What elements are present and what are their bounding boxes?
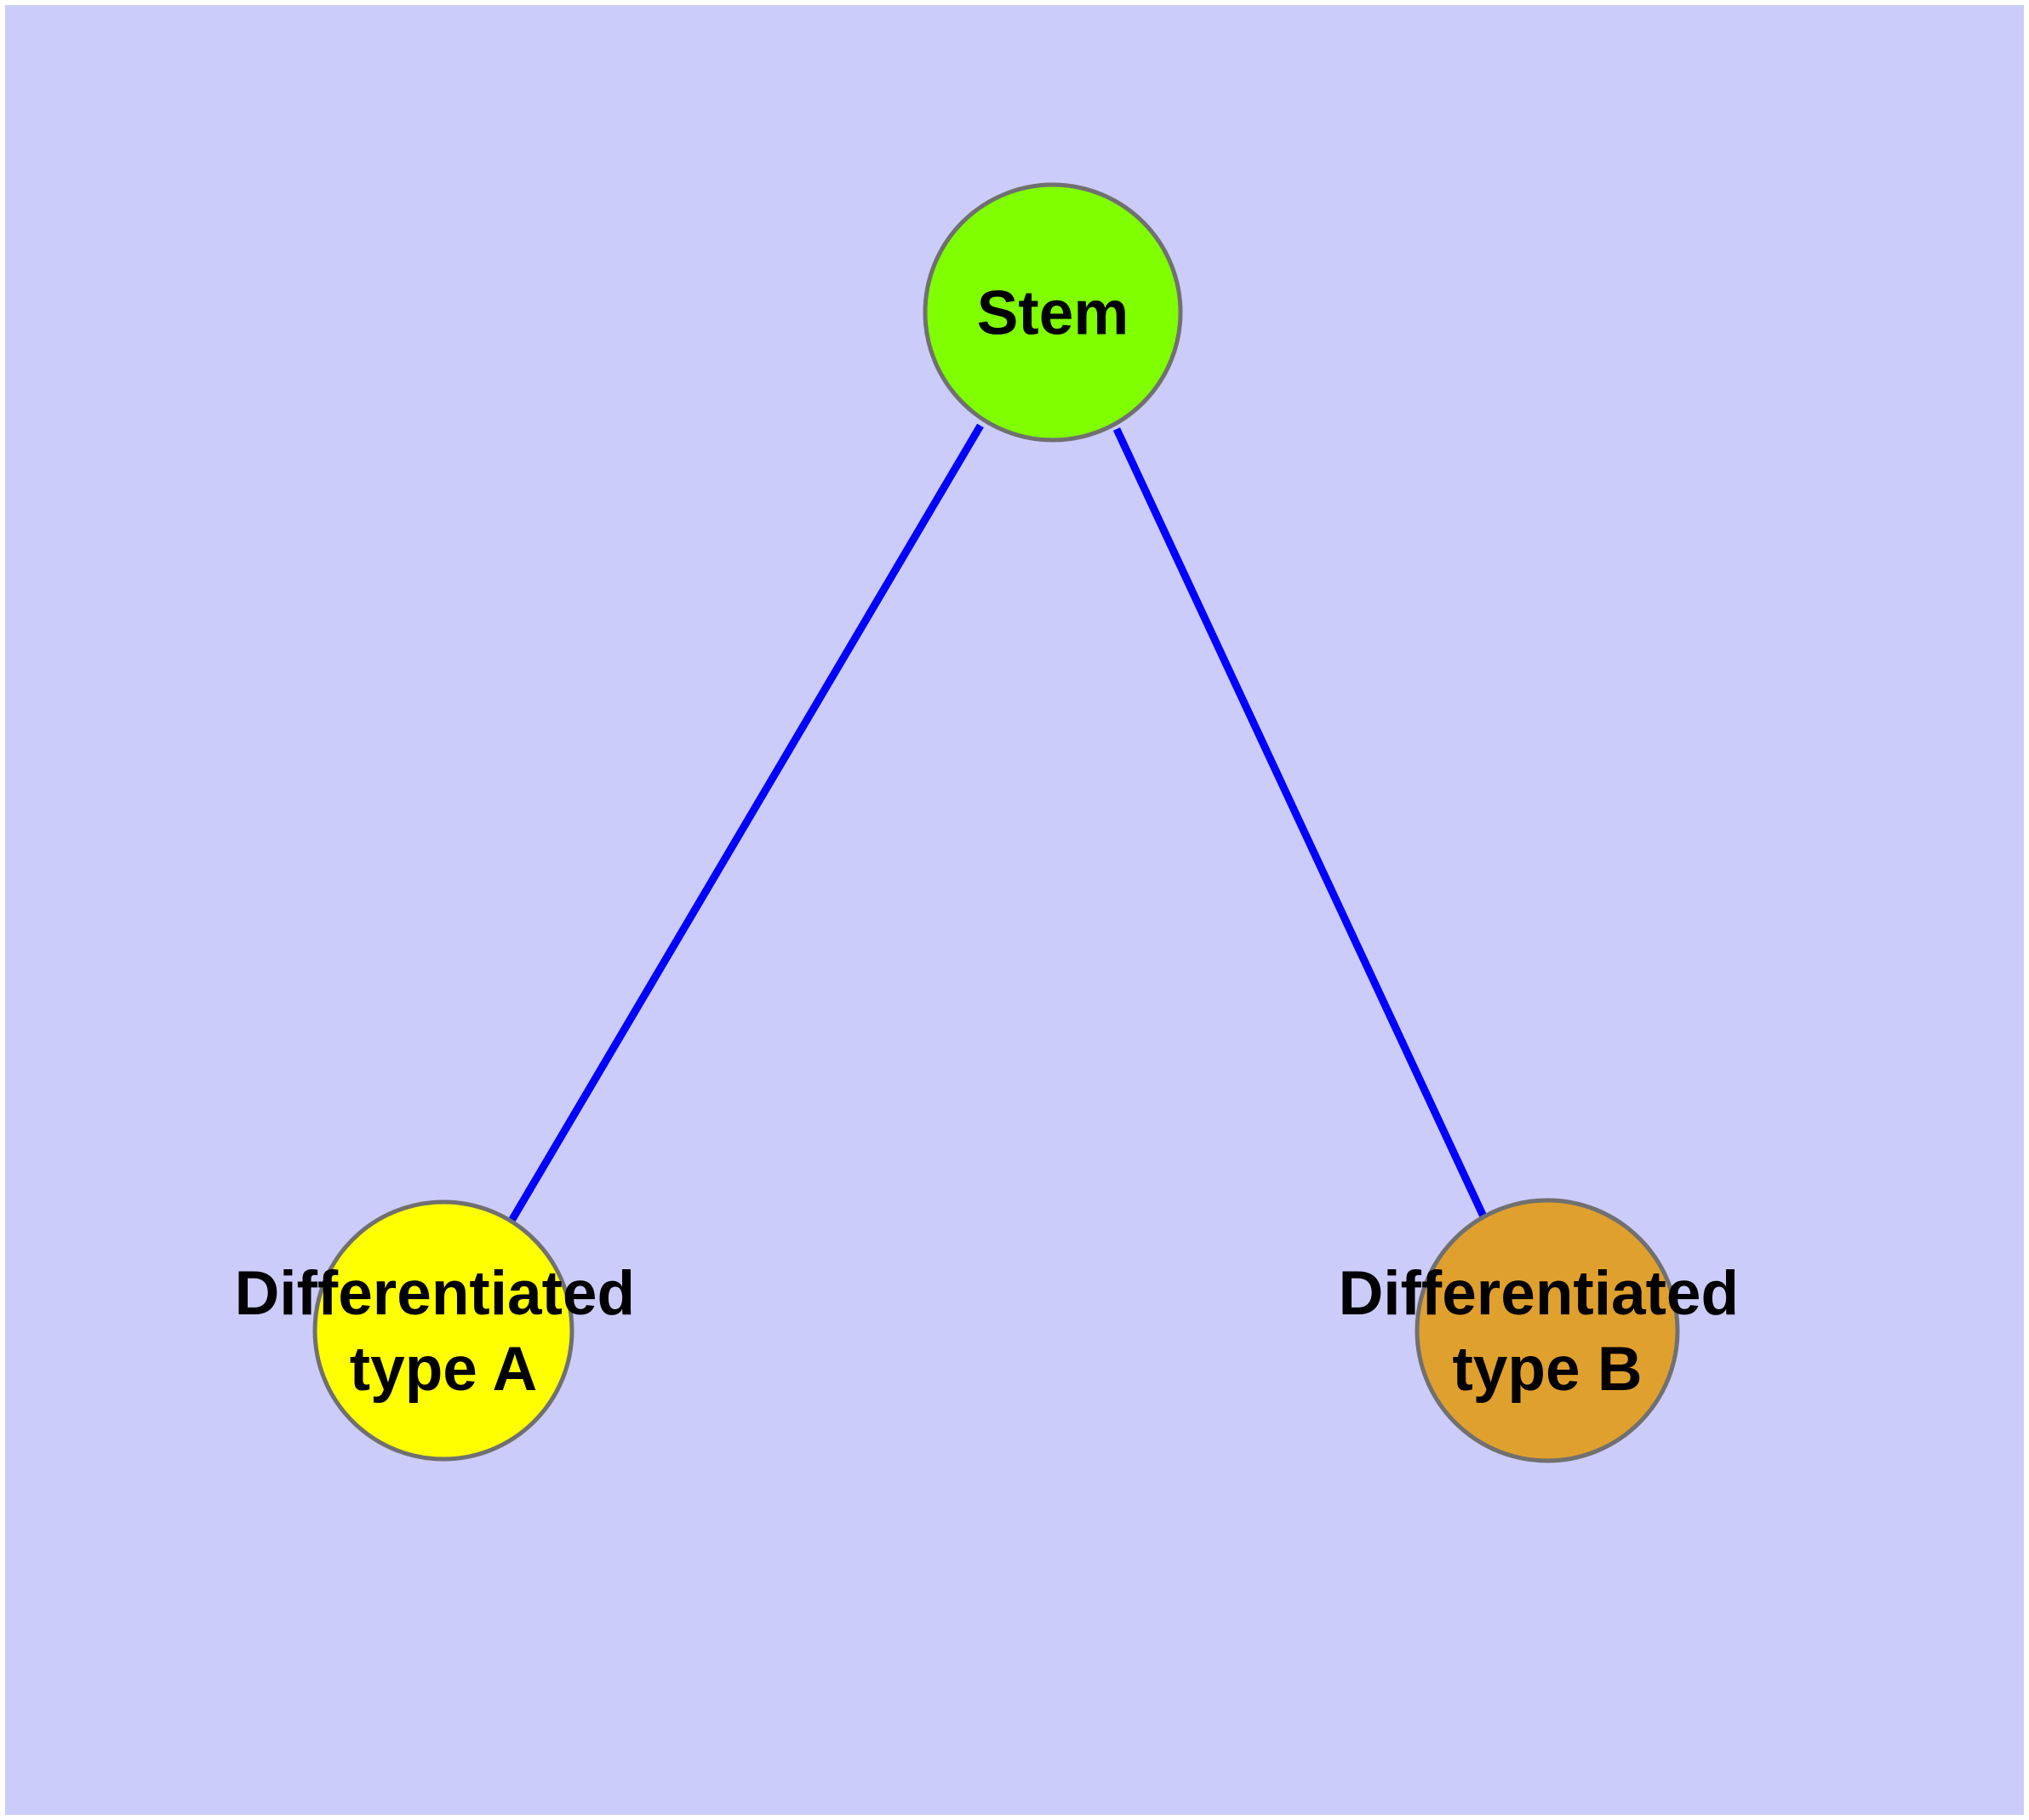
node-differentiated-type-b-label: Differentiated type B <box>1339 1259 1757 1404</box>
node-stem-label: Stem <box>977 279 1129 348</box>
edge-stem-to-differentiated-type-b[interactable] <box>1112 427 1488 1218</box>
node-differentiated-type-b-label-line-1: Differentiated <box>1339 1259 1740 1328</box>
node-differentiated-type-a-circle[interactable] <box>312 1199 574 1462</box>
node-differentiated-type-b-circle[interactable] <box>1415 1198 1680 1463</box>
node-differentiated-type-a-label-line-2: type A <box>350 1335 537 1404</box>
node-differentiated-type-b[interactable]: Differentiated type B <box>1339 1198 1757 1463</box>
node-stem-label-line-1: Stem <box>977 279 1129 348</box>
edge-stem-to-differentiated-type-a[interactable] <box>508 423 984 1223</box>
node-differentiated-type-a-label-line-1: Differentiated <box>235 1259 636 1328</box>
node-stem-circle[interactable] <box>923 182 1183 443</box>
node-stem[interactable]: Stem <box>923 182 1183 443</box>
node-differentiated-type-b-label-line-2: type B <box>1452 1335 1642 1404</box>
edge-layer <box>508 423 1488 1223</box>
node-layer: Stem Differentiated type A Differentiate… <box>235 182 1757 1463</box>
node-differentiated-type-a[interactable]: Differentiated type A <box>235 1199 653 1462</box>
node-differentiated-type-a-label: Differentiated type A <box>235 1259 653 1404</box>
